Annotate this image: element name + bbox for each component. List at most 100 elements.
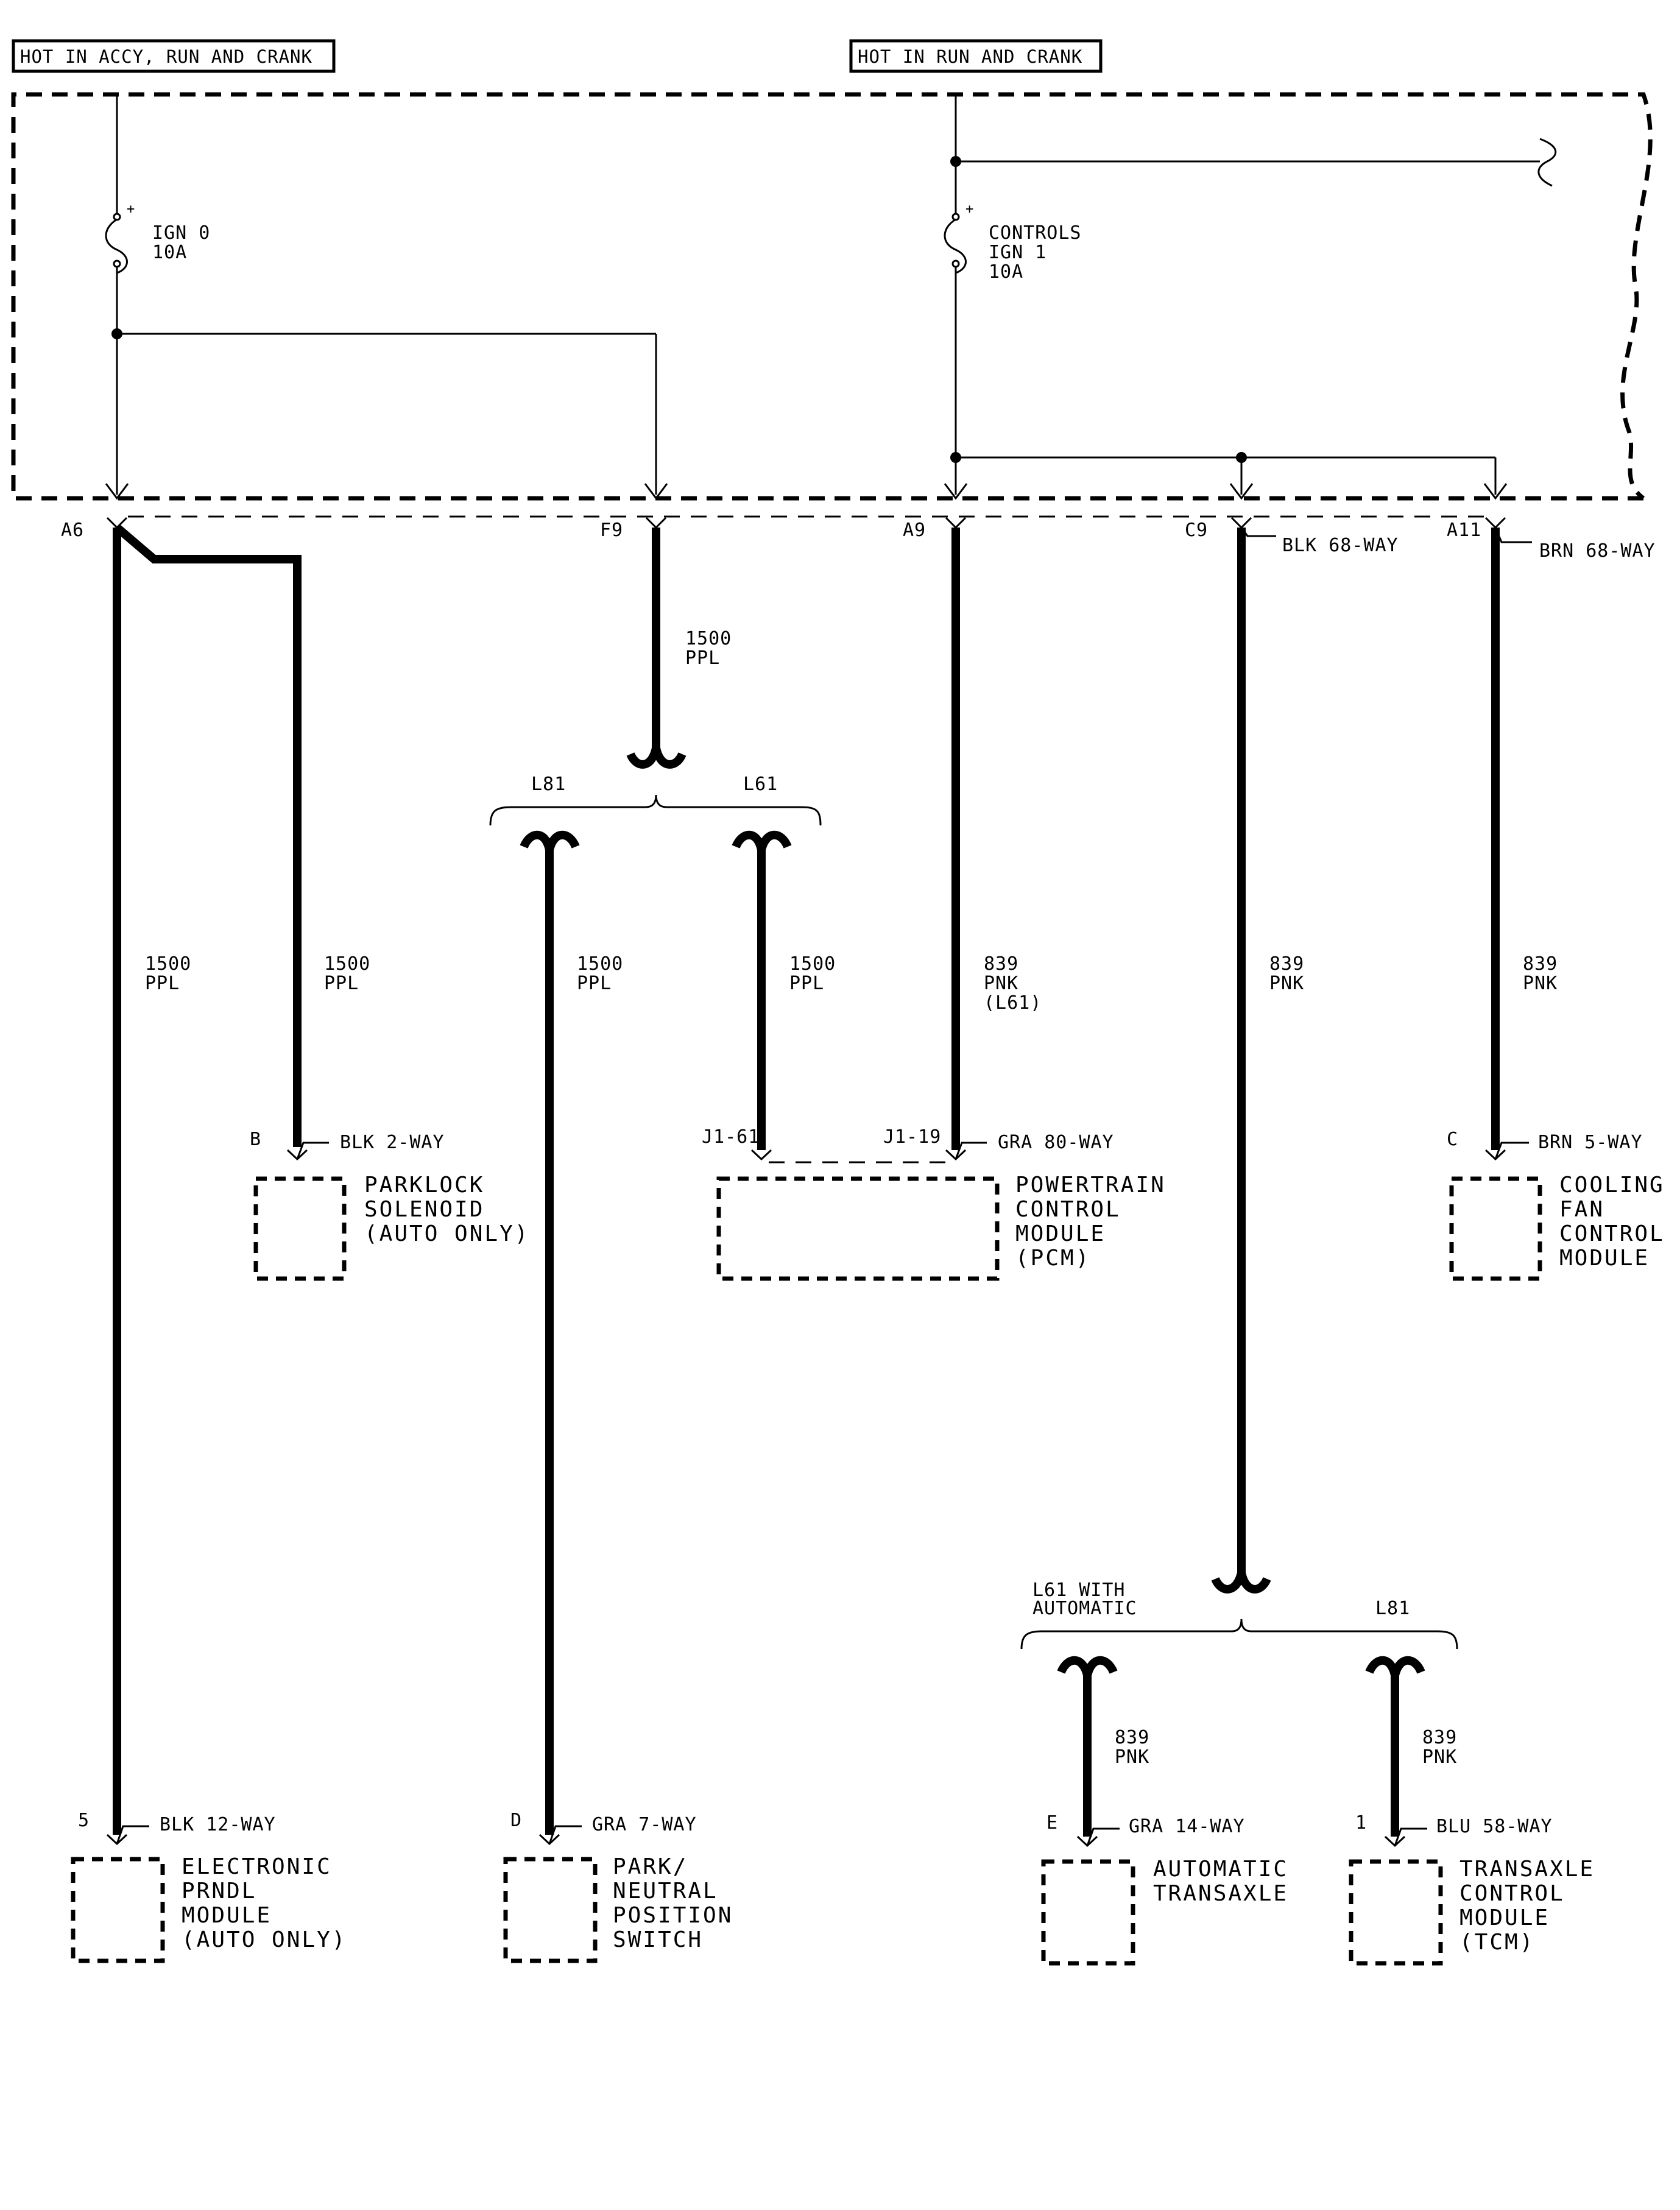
pcm-label-3: MODULE [1015, 1221, 1106, 1246]
pnp-pin: D [510, 1810, 522, 1831]
pcm-label-1: POWERTRAIN [1015, 1173, 1166, 1198]
terminal-a11-connector: BRN 68-WAY [1539, 540, 1656, 562]
terminal-c9: C9 [1185, 520, 1208, 541]
label-c9-color: PNK [1269, 973, 1304, 994]
option-f9-left: L81 [531, 774, 566, 795]
prndl-label-3: MODULE [182, 1903, 272, 1928]
parklock-label-1: PARKLOCK [364, 1173, 484, 1198]
option-f9-right: L61 [743, 774, 778, 795]
pnp-label-1: PARK/ [613, 1854, 688, 1879]
pnp-label-3: POSITION [613, 1903, 733, 1928]
wire-a6 [113, 524, 302, 1835]
pnp-connector: GRA 7-WAY [592, 1814, 697, 1835]
controls-circuit: + [944, 94, 1557, 500]
pcm-label-2: CONTROL [1015, 1197, 1121, 1222]
label-a9-option: (L61) [984, 992, 1042, 1014]
parklock-connector: BLK 2-WAY [340, 1132, 445, 1153]
component-tcm: 1 BLU 58-WAY TRANSAXLE CONTROL MODULE (T… [1349, 1812, 1595, 1966]
prndl-label-1: ELECTRONIC [182, 1854, 332, 1879]
prndl-label-4: (AUTO ONLY) [182, 1927, 347, 1952]
component-pcm: J1-61 J1-19 GRA 80-WAY POWERTRAIN CONTRO… [702, 1126, 1166, 1281]
label-pcm-j161-wire: 1500 PPL [789, 953, 836, 994]
svg-text:+: + [965, 202, 973, 217]
label-a11-color: PNK [1523, 973, 1558, 994]
label-f9-trunk: 1500 PPL [685, 628, 732, 669]
label-pnp-circuit: 1500 [577, 953, 623, 975]
option-brace-f9 [489, 794, 822, 826]
parklock-pin: B [250, 1129, 261, 1150]
parklock-label-2: SOLENOID [364, 1197, 484, 1222]
fuse-ign0: IGN 0 10A [152, 222, 210, 263]
header-right-label: HOT IN RUN AND CRANK [858, 46, 1082, 67]
fan-label-4: MODULE [1559, 1246, 1650, 1271]
prndl-pin: 5 [78, 1810, 90, 1831]
pcm-pin-left: J1-61 [702, 1126, 760, 1148]
label-pcm-j161-circuit: 1500 [789, 953, 836, 975]
tcm-label-3: MODULE [1459, 1905, 1550, 1930]
pcm-pin-right: J1-19 [883, 1126, 941, 1148]
label-pnp-wire: 1500 PPL [577, 953, 623, 994]
component-automatic-transaxle: E GRA 14-WAY AUTOMATIC TRANSAXLE [1041, 1812, 1288, 1966]
ign0-circuit: + [105, 94, 668, 500]
auto-trans-connector: GRA 14-WAY [1129, 1816, 1245, 1837]
label-f9-trunk-color: PPL [685, 648, 720, 669]
tcm-label-4: (TCM) [1459, 1930, 1534, 1955]
fuse-controls-rating: 10A [989, 261, 1023, 283]
label-pnp-color: PPL [577, 973, 612, 994]
tcm-connector: BLU 58-WAY [1436, 1816, 1553, 1837]
label-prndl-color: PPL [145, 973, 180, 994]
header-left-label: HOT IN ACCY, RUN AND CRANK [20, 46, 312, 67]
tcm-label-2: CONTROL [1459, 1881, 1565, 1906]
component-parklock-solenoid: B BLK 2-WAY PARKLOCK SOLENOID (AUTO ONLY… [250, 1129, 528, 1281]
component-park-neutral-switch: D GRA 7-WAY PARK/ NEUTRAL POSITION SWITC… [503, 1810, 733, 1963]
label-tcm-wire: 839 PNK [1422, 1727, 1457, 1768]
pcm-label-4: (PCM) [1015, 1246, 1090, 1271]
label-parklock-color: PPL [324, 973, 359, 994]
fuse-controls: CONTROLS IGN 1 10A [989, 222, 1082, 283]
label-tcm-color: PNK [1422, 1746, 1457, 1768]
label-parklock-wire: 1500 PPL [324, 953, 370, 994]
fuse-ign0-name: IGN 0 [152, 222, 210, 244]
auto-trans-label-2: TRANSAXLE [1153, 1881, 1288, 1906]
fan-label-1: COOLING [1559, 1173, 1665, 1198]
terminal-a6: A6 [61, 520, 84, 541]
label-f9-trunk-circuit: 1500 [685, 628, 732, 649]
option-c9-left-line2: AUTOMATIC [1032, 1598, 1137, 1619]
option-c9-left-line1: L61 WITH [1032, 1580, 1126, 1601]
terminal-c9-connector: BLK 68-WAY [1282, 535, 1399, 556]
label-prndl-wire: 1500 PPL [145, 953, 191, 994]
terminal-f9: F9 [600, 520, 623, 541]
label-c9-wire: 839 PNK [1269, 953, 1304, 994]
pnp-label-4: SWITCH [613, 1927, 703, 1952]
label-a11-wire: 839 PNK [1523, 953, 1558, 994]
fuse-ign0-rating: 10A [152, 242, 187, 263]
label-pcm-j161-color: PPL [789, 973, 824, 994]
label-a9-color: PNK [984, 973, 1018, 994]
header-right: HOT IN RUN AND CRANK [849, 39, 1103, 73]
label-auto-trans-color: PNK [1115, 1746, 1149, 1768]
fuse-controls-line2: IGN 1 [989, 242, 1046, 263]
fuse-controls-line1: CONTROLS [989, 222, 1082, 244]
prndl-connector: BLK 12-WAY [160, 1814, 276, 1835]
tcm-label-1: TRANSAXLE [1459, 1857, 1595, 1882]
pnp-label-2: NEUTRAL [613, 1879, 718, 1904]
auto-trans-pin: E [1046, 1812, 1058, 1834]
label-auto-trans-circuit: 839 [1115, 1727, 1149, 1748]
label-parklock-circuit: 1500 [324, 953, 370, 975]
label-tcm-circuit: 839 [1422, 1727, 1457, 1748]
splice-c9 [1211, 1572, 1271, 1594]
label-a9-circuit: 839 [984, 953, 1018, 975]
option-brace-c9 [1020, 1619, 1458, 1650]
header-left: HOT IN ACCY, RUN AND CRANK [12, 39, 336, 73]
component-cooling-fan-module: C BRN 5-WAY COOLING FAN CONTROL MODULE [1447, 1129, 1665, 1281]
fuse-block-outline [11, 92, 1653, 501]
option-c9-right: L81 [1375, 1598, 1410, 1619]
label-c9-circuit: 839 [1269, 953, 1304, 975]
tcm-pin: 1 [1355, 1812, 1367, 1834]
fan-label-2: FAN [1559, 1197, 1604, 1222]
auto-trans-label-1: AUTOMATIC [1153, 1857, 1288, 1882]
fan-connector: BRN 5-WAY [1538, 1132, 1643, 1153]
splice-f9 [626, 747, 686, 769]
component-prndl-module: 5 BLK 12-WAY ELECTRONIC PRNDL MODULE (AU… [71, 1810, 347, 1963]
